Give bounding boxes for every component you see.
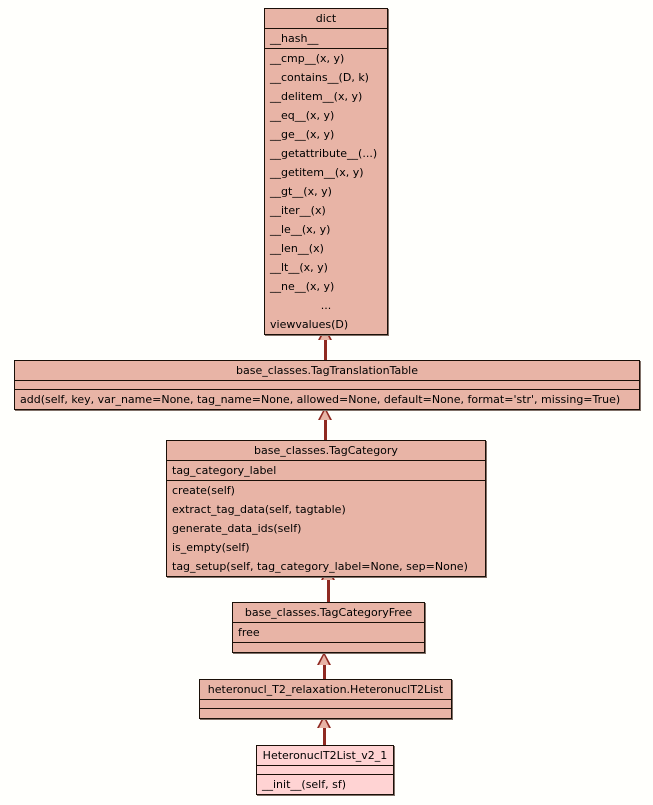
class-box-heteronuct2listv21[interactable]: HeteronuclT2List_v2_1 __init__(self, sf) (256, 745, 394, 795)
class-methods-compartment: __init__(self, sf) (257, 775, 393, 794)
method-row: __ne__(x, y) (270, 280, 335, 293)
class-attributes-compartment: tag_category_label (167, 461, 485, 481)
attribute-row: __hash__ (270, 32, 319, 45)
class-attributes-compartment: __hash__ (265, 29, 387, 49)
class-box-tagcategoryfree[interactable]: base_classes.TagCategoryFree free (232, 602, 425, 653)
method-row: generate_data_ids(self) (172, 522, 302, 535)
class-name-dict: dict (315, 12, 337, 25)
class-box-tagtranslationtable[interactable]: base_classes.TagTranslationTable add(sel… (14, 360, 640, 410)
method-row: is_empty(self) (172, 541, 250, 554)
method-row: tag_setup(self, tag_category_label=None,… (172, 560, 468, 573)
edge-heteronuct2listv21-to-heteronuct2list (323, 728, 326, 748)
class-attributes-compartment: free (233, 623, 424, 643)
class-title-compartment: heteronucl_T2_relaxation.HeteronuclT2Lis… (200, 680, 451, 700)
class-box-heteronuct2list[interactable]: heteronucl_T2_relaxation.HeteronuclT2Lis… (199, 679, 452, 719)
class-name-tagtranslationtable: base_classes.TagTranslationTable (235, 364, 419, 377)
method-row: create(self) (172, 484, 235, 497)
method-row: __eq__(x, y) (270, 109, 335, 122)
class-box-tagcategory[interactable]: base_classes.TagCategory tag_category_la… (166, 440, 486, 577)
method-row: __ge__(x, y) (270, 128, 335, 141)
class-title-compartment: base_classes.TagTranslationTable (15, 361, 639, 381)
class-name-heteronuct2list: heteronucl_T2_relaxation.HeteronuclT2Lis… (207, 683, 444, 696)
class-attributes-compartment (15, 381, 639, 390)
class-name-tagcategoryfree: base_classes.TagCategoryFree (244, 606, 413, 619)
method-row: __iter__(x) (270, 204, 326, 217)
class-attributes-compartment (257, 766, 393, 775)
class-name-heteronuct2listv21: HeteronuclT2List_v2_1 (262, 749, 388, 762)
method-row: __getattribute__(...) (270, 147, 378, 160)
method-row: __init__(self, sf) (262, 778, 347, 791)
edge-tagtranslationtable-to-dict (324, 340, 327, 360)
attribute-row: tag_category_label (172, 464, 277, 477)
method-row: __le__(x, y) (270, 223, 331, 236)
edge-tagcategory-to-tagtranslationtable (324, 420, 327, 440)
class-name-tagcategory: base_classes.TagCategory (254, 444, 398, 457)
class-title-compartment: base_classes.TagCategory (167, 441, 485, 461)
method-row: __cmp__(x, y) (270, 52, 345, 65)
method-row: __gt__(x, y) (270, 185, 332, 198)
class-methods-compartment (233, 643, 424, 652)
method-row: __len__(x) (270, 242, 324, 255)
method-row: __getitem__(x, y) (270, 166, 364, 179)
method-row: __contains__(D, k) (270, 71, 369, 84)
method-row: __lt__(x, y) (270, 261, 328, 274)
class-methods-compartment (200, 709, 451, 718)
class-attributes-compartment (200, 700, 451, 709)
class-title-compartment: HeteronuclT2List_v2_1 (257, 746, 393, 766)
attribute-row: free (238, 626, 260, 639)
method-row: add(self, key, var_name=None, tag_name=N… (20, 393, 621, 406)
class-title-compartment: dict (265, 9, 387, 29)
class-box-dict[interactable]: dict __hash__ __cmp__(x, y) __contains__… (264, 8, 388, 335)
class-methods-compartment: __cmp__(x, y) __contains__(D, k) __delit… (265, 49, 387, 334)
class-title-compartment: base_classes.TagCategoryFree (233, 603, 424, 623)
method-row: viewvalues(D) (270, 318, 349, 331)
edge-heteronuct2list-to-tagcategoryfree (323, 665, 326, 687)
class-methods-compartment: add(self, key, var_name=None, tag_name=N… (15, 390, 639, 409)
method-row-ellipsis: ... (320, 299, 332, 312)
edge-tagcategoryfree-to-tagcategory (327, 580, 330, 602)
method-row: __delitem__(x, y) (270, 90, 363, 103)
class-methods-compartment: create(self) extract_tag_data(self, tagt… (167, 481, 485, 576)
method-row: extract_tag_data(self, tagtable) (172, 503, 346, 516)
